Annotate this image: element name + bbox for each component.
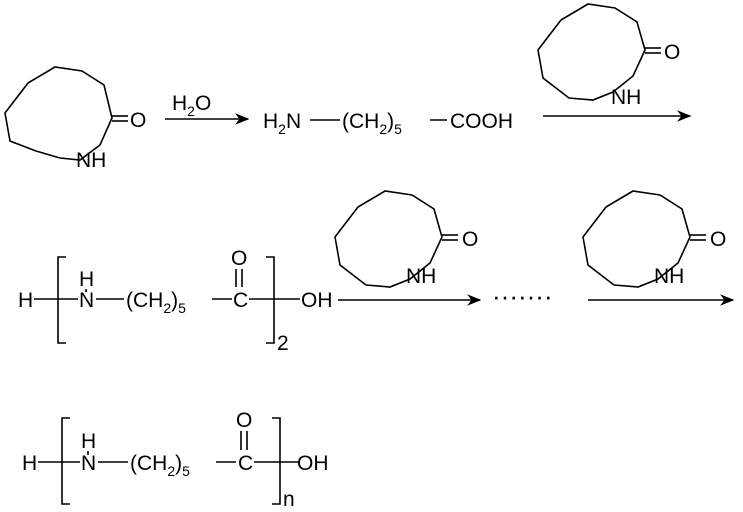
amine-group: H2N [263, 110, 301, 137]
carbonyl-carbon: C [233, 289, 248, 312]
carbonyl-oxygen: O [231, 247, 247, 270]
carboxyl-group: COOH [450, 110, 513, 133]
amide-n: N [79, 289, 94, 312]
caprolactam-above-arrow-4: O NH [582, 190, 726, 288]
ring-bonds [4, 66, 113, 161]
carbonyl-oxygen-label: O [462, 228, 478, 251]
lactam-nh-label: NH [76, 149, 106, 172]
oh-end: OH [301, 289, 333, 312]
carbonyl-oxygen: O [236, 409, 252, 432]
h-end: H [22, 452, 37, 475]
h-end: H [18, 289, 33, 312]
water-label: H2O [172, 92, 211, 119]
continuation-ellipsis: ······· [492, 281, 553, 311]
caprolactam-above-arrow-3: O NH [334, 190, 478, 288]
lactam-nh-label: NH [406, 265, 436, 288]
methylene-chain: (CH2)5 [126, 289, 186, 316]
dimer-product: H H N (CH2)5 O C 2 OH [18, 247, 333, 355]
oh-end: OH [297, 452, 329, 475]
amide-h: H [79, 268, 94, 291]
repeat-count: 2 [277, 332, 289, 355]
methylene-chain: (CH2)5 [130, 452, 190, 479]
right-bracket [272, 417, 281, 505]
aminocaproic-acid: H2N (CH2)5 COOH [263, 110, 513, 137]
right-bracket [266, 256, 275, 344]
caprolactam-reactant: O NH [4, 66, 146, 172]
caprolactam-above-arrow-2: O NH [537, 3, 680, 109]
lactam-nh-label: NH [654, 265, 684, 288]
carbonyl-carbon: C [238, 452, 253, 475]
lactam-nh-label: NH [611, 86, 641, 109]
carbonyl-oxygen-label: O [710, 228, 726, 251]
left-bracket [61, 417, 70, 505]
amide-n: N [81, 452, 96, 475]
methylene-chain: (CH2)5 [342, 110, 402, 137]
carbonyl-oxygen-label: O [664, 41, 680, 64]
carbonyl-oxygen-label: O [130, 109, 146, 132]
amide-h: H [81, 430, 96, 453]
hydrolysis-arrow: H2O [165, 92, 250, 125]
polycaprolactam-product: H H N (CH2)5 O C n OH [22, 409, 329, 511]
repeat-count: n [283, 488, 295, 511]
left-bracket [57, 256, 66, 344]
